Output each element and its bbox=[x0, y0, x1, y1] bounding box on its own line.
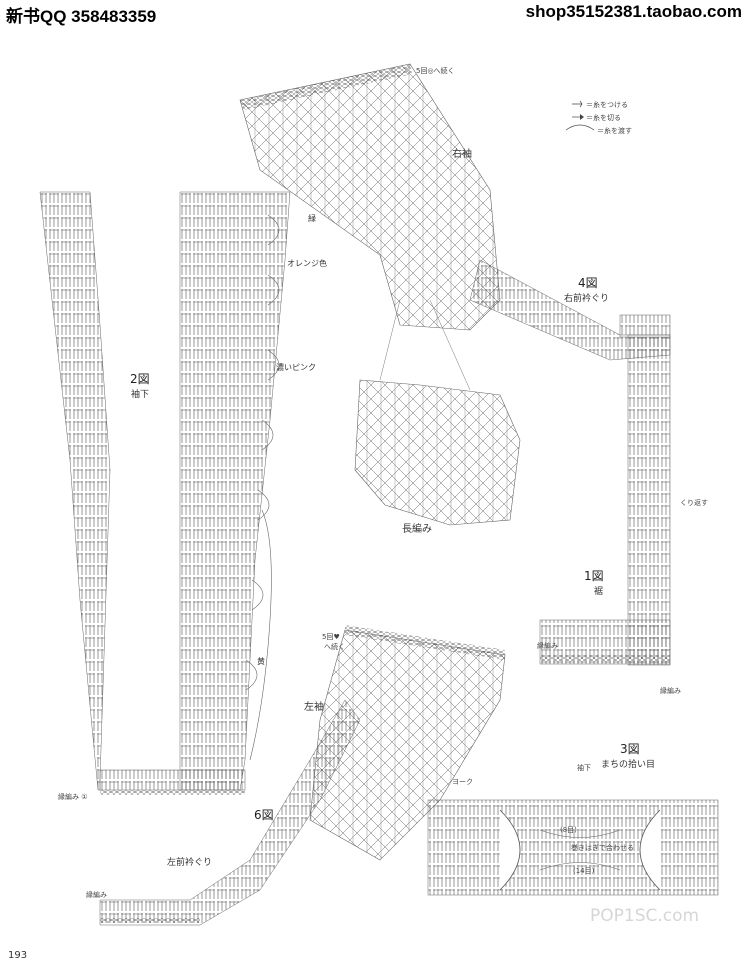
right-sleeve-label: 右袖 bbox=[452, 149, 472, 160]
fig1-hem-chart bbox=[539, 334, 671, 666]
fig3-title: まちの拾い目 bbox=[601, 760, 656, 770]
legend-marks bbox=[565, 100, 595, 131]
continue-note-top: 5回◎へ続く bbox=[416, 67, 455, 75]
edge-label-fig6: 縁編み bbox=[86, 891, 107, 899]
right-sleeve-chart bbox=[239, 63, 501, 331]
fig6-number: 6図 bbox=[254, 808, 274, 822]
fig4-title: 右前衿ぐり bbox=[564, 294, 610, 304]
fig1-title: 裾 bbox=[594, 587, 604, 597]
fig6-neckline-chart bbox=[99, 699, 361, 926]
left-sleeve-label: 左袖 bbox=[304, 702, 324, 713]
header-shop: shop35152381.taobao.com bbox=[525, 2, 742, 21]
long-stitch-detail bbox=[354, 299, 521, 526]
watermark: POP1SC.com bbox=[590, 906, 700, 926]
fig3-number: 3図 bbox=[620, 742, 640, 756]
edge-label-fig1: 縁編み bbox=[660, 687, 681, 695]
fig2-title: 袖下 bbox=[131, 390, 150, 400]
yoke-label: ヨーク bbox=[452, 778, 473, 786]
color-green: 緑 bbox=[308, 214, 316, 223]
fig6-title: 左前衿ぐり bbox=[167, 858, 213, 868]
color-yellow: 黄 bbox=[257, 657, 265, 666]
page-number: 193 bbox=[8, 950, 28, 961]
continue-note-left-b: へ続く bbox=[324, 643, 345, 651]
fig3-gusset-chart bbox=[427, 799, 719, 896]
long-stitch-label: 長編み bbox=[402, 524, 432, 535]
fig2-sleeve-underside-chart bbox=[39, 191, 291, 795]
legend-cut: ＝糸を切る bbox=[586, 114, 621, 122]
pass-back-label: くり返す bbox=[680, 499, 708, 507]
color-dark-pink: 濃いピンク bbox=[276, 363, 316, 372]
round-14-label: (14目) bbox=[573, 867, 595, 875]
edge-label-left: 縁編み ① bbox=[58, 793, 88, 801]
fig2-number: 2図 bbox=[130, 372, 150, 386]
fig1-number: 1図 bbox=[584, 569, 604, 583]
fig4-neckline-chart bbox=[469, 259, 671, 361]
continue-note-left-a: 5回♥ bbox=[322, 633, 340, 641]
together-label: 巻きはぎで合わせる bbox=[571, 844, 634, 852]
legend-attach: ＝糸をつける bbox=[586, 101, 628, 109]
header-qq: 新书QQ 358483359 bbox=[6, 7, 157, 26]
sleeve-under-label: 袖下 bbox=[577, 764, 591, 772]
round-8-label: (8目) bbox=[560, 826, 577, 834]
legend-pass: ＝糸を渡す bbox=[597, 127, 632, 135]
left-sleeve-chart bbox=[309, 625, 506, 861]
fig4-number: 4図 bbox=[578, 276, 598, 290]
color-orange: オレンジ色 bbox=[287, 259, 327, 268]
edge-label-right: 縁編み bbox=[537, 642, 558, 650]
